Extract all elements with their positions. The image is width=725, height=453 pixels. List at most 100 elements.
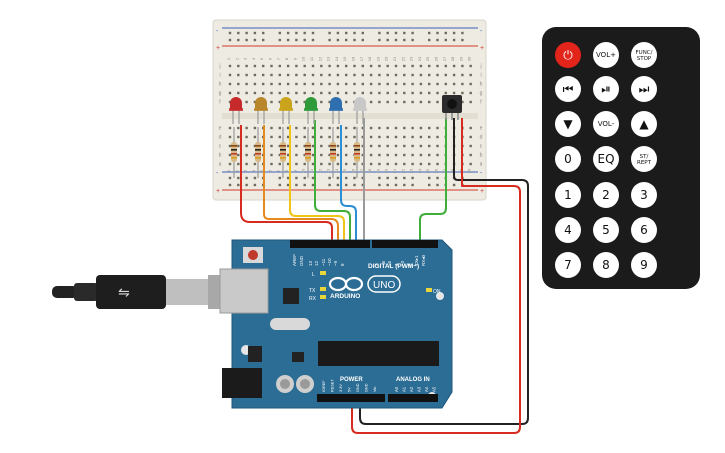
column-number: 6 (268, 169, 273, 172)
led-blue (329, 97, 343, 124)
wire-black-ir-gnd (453, 118, 470, 181)
remote-button-one[interactable]: 1 (555, 182, 581, 208)
remote-button-three[interactable]: 3 (631, 182, 657, 208)
remote-button-nine[interactable]: 9 (631, 252, 657, 278)
column-number: 3 (243, 57, 248, 60)
remote-button-eight[interactable]: 8 (593, 252, 619, 278)
remote-button-zero[interactable]: 0 (555, 146, 581, 172)
column-number: 14 (334, 56, 339, 61)
remote-button-four[interactable]: 4 (555, 217, 581, 243)
row-letter: b (219, 153, 222, 159)
row-letter: f (219, 100, 221, 106)
remote-button-six[interactable]: 6 (631, 217, 657, 243)
column-number: 8 (284, 169, 289, 172)
column-number: 2 (234, 57, 239, 60)
rx-label: RX (309, 296, 317, 302)
remote-button-label: 8 (602, 258, 610, 272)
remote-button-up[interactable]: ▲ (631, 111, 657, 137)
column-number: 21 (392, 56, 397, 61)
row-letter: j (479, 64, 481, 70)
remote-button-five[interactable]: 5 (593, 217, 619, 243)
remote-button-label: 1 (564, 188, 572, 202)
led-yellow (279, 97, 293, 124)
power-pin-label: RESET (331, 379, 335, 392)
column-number: 20 (384, 56, 389, 61)
column-number: 30 (467, 56, 472, 61)
column-number: 1 (226, 57, 231, 60)
remote-button-label: REPT (637, 160, 652, 166)
remote-button-label: ⏯ (601, 82, 611, 96)
digital-pin-label: 2 (407, 263, 412, 266)
led-green (304, 97, 318, 124)
remote-button-label: 3 (640, 188, 648, 202)
power-label: POWER (340, 377, 363, 383)
remote-button-label: STOP (637, 56, 652, 62)
remote-button-eq[interactable]: EQ (593, 146, 619, 172)
remote-button-next[interactable]: ⏭ (631, 76, 657, 102)
remote-button-label: 9 (640, 258, 648, 272)
resistor (305, 127, 311, 178)
column-number: 4 (251, 169, 256, 172)
resistor (330, 127, 336, 178)
remote-button-power[interactable]: ⏻ (555, 42, 581, 68)
remote-button-vol-down[interactable]: VOL- (593, 111, 619, 137)
wire-black-gnd (359, 179, 529, 425)
digital-pin-label: ~10 (327, 258, 332, 266)
aref-label: AREF (292, 254, 297, 266)
analog-pin-label: A1 (402, 386, 407, 392)
power-pin-label: Vin (373, 387, 377, 392)
digital-pin-label: ~6 (381, 260, 386, 266)
column-number: 5 (259, 57, 264, 60)
breadboard-holes (228, 31, 472, 187)
column-number: 22 (400, 168, 405, 173)
remote-button-st-rept[interactable]: ST/REPT (631, 146, 657, 172)
digital-pin-label: TX▸1 (414, 255, 419, 266)
analog-label: ANALOG IN (396, 377, 430, 383)
remote-button-seven[interactable]: 7 (555, 252, 581, 278)
column-number: 21 (392, 168, 397, 173)
row-letter: e (219, 126, 222, 132)
ir-remote: ⏻ VOL+ FUNC/STOP ⏮ ⏯ ⏭ ▼ VOL- ▲ 0 EQ ST/REPT 1 2 3 4 5 6 7… (542, 27, 700, 289)
digital-pin-label: 7 (374, 263, 379, 266)
wire-orange (263, 125, 339, 244)
power-pin-label: GND (365, 383, 369, 392)
remote-button-label: 5 (602, 223, 610, 237)
row-letter: e (480, 126, 483, 132)
resistor (255, 127, 261, 178)
remote-button-func-stop[interactable]: FUNC/STOP (631, 42, 657, 68)
column-number: 10 (301, 56, 306, 61)
remote-button-down[interactable]: ▼ (555, 111, 581, 137)
row-letter: g (480, 91, 483, 97)
gnd-top-label: GND (299, 255, 304, 266)
column-number: 2 (234, 169, 239, 172)
remote-button-play-pause[interactable]: ⏯ (593, 76, 619, 102)
rail-plus-top-left: + (216, 45, 220, 52)
rail-plus-bottom-left: + (216, 188, 220, 195)
rail-plus-bottom-right: + (480, 188, 484, 195)
column-number: 28 (450, 56, 455, 61)
remote-button-label: ST/ (640, 154, 649, 160)
rail-minus-bottom-right: - (480, 170, 483, 177)
analog-pin-label: A3 (417, 386, 422, 392)
column-number: 8 (284, 57, 289, 60)
column-number: 12 (317, 168, 322, 173)
remote-button-two[interactable]: 2 (593, 182, 619, 208)
power-pin-label: IOREF (322, 380, 326, 392)
column-number: 12 (317, 56, 322, 61)
wire-red (240, 125, 333, 244)
analog-pin-label: A5 (432, 386, 437, 392)
digital-pin-label: ~9 (333, 260, 338, 266)
power-pin-label: 5V (348, 387, 352, 392)
column-number: 29 (458, 56, 463, 61)
remote-button-vol-up[interactable]: VOL+ (593, 42, 619, 68)
column-number: 5 (259, 169, 264, 172)
remote-button-prev[interactable]: ⏮ (555, 76, 581, 102)
remote-button-label: ▲ (639, 117, 649, 131)
remote-button-label: ⏮ (563, 82, 574, 96)
column-number: 7 (276, 169, 281, 172)
wire-blue (340, 125, 357, 244)
